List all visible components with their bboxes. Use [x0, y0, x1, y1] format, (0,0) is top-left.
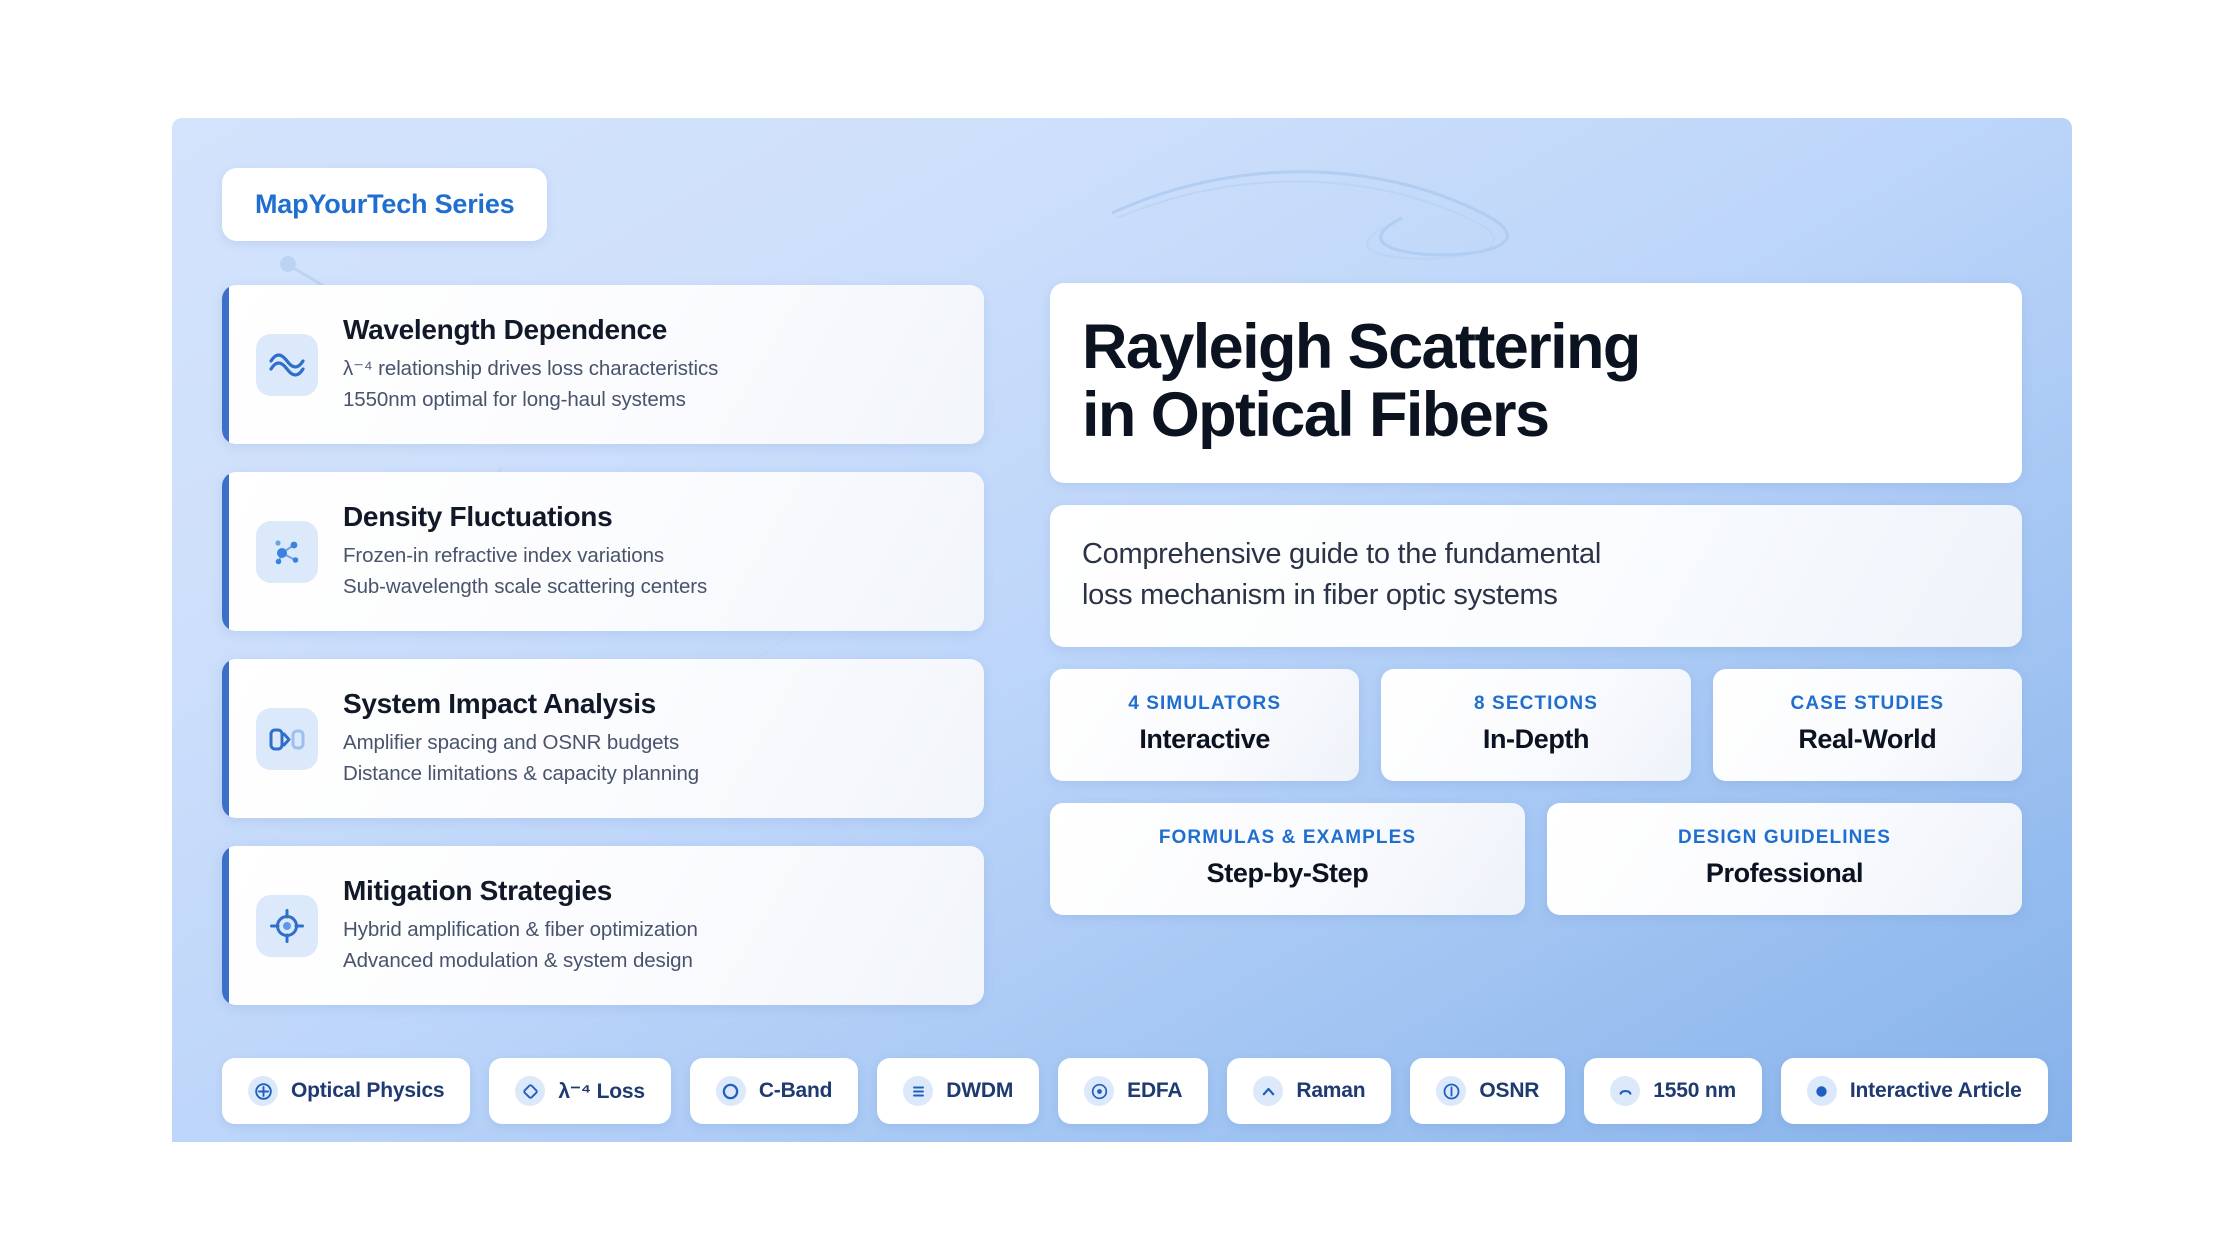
- feature-card-body: Wavelength Dependence λ⁻⁴ relationship d…: [343, 314, 718, 415]
- stat-card-case-studies[interactable]: CASE STUDIES Real-World: [1712, 669, 2022, 782]
- tag-pill-label: 1550 nm: [1653, 1079, 1736, 1102]
- stats-row-secondary: FORMULAS & EXAMPLES Step-by-Step DESIGN …: [1050, 803, 2022, 916]
- stat-label: FORMULAS & EXAMPLES: [1158, 827, 1417, 849]
- circle-outline-icon: [715, 1076, 746, 1106]
- arc-icon: [1610, 1076, 1641, 1106]
- feature-card-line-2: Advanced modulation & system design: [343, 948, 693, 972]
- page-title: Rayleigh Scattering in Optical Fibers: [1082, 313, 1990, 449]
- feature-card-line-2: 1550nm optimal for long-haul systems: [343, 387, 686, 411]
- feature-card-density-fluctuations[interactable]: Density Fluctuations Frozen-in refractiv…: [222, 472, 984, 631]
- feature-card-title: Density Fluctuations: [343, 501, 613, 533]
- feature-card-title: System Impact Analysis: [343, 688, 656, 720]
- tag-pill-raman[interactable]: Raman: [1227, 1058, 1392, 1124]
- molecule-scatter-icon: [256, 520, 318, 583]
- stat-value: Professional: [1705, 858, 1864, 889]
- page-subtitle-line-2: loss mechanism in fiber optic systems: [1082, 579, 1558, 612]
- page-subtitle: Comprehensive guide to the fundamental l…: [1082, 534, 1990, 616]
- tag-pill-label: OSNR: [1479, 1079, 1540, 1102]
- stat-value: Step-by-Step: [1206, 858, 1369, 889]
- feature-card-line-2: Distance limitations & capacity planning: [343, 761, 700, 785]
- feature-card-body: Density Fluctuations Frozen-in refractiv…: [343, 501, 707, 602]
- stat-label: CASE STUDIES: [1790, 693, 1945, 715]
- hero-content-column: Rayleigh Scattering in Optical Fibers Co…: [1050, 283, 2022, 916]
- feature-card-line-1: Frozen-in refractive index variations: [343, 544, 665, 568]
- feature-card-system-impact-analysis[interactable]: System Impact Analysis Amplifier spacing…: [222, 659, 984, 818]
- tag-pill-label: Raman: [1296, 1079, 1366, 1102]
- tag-pill-optical-physics[interactable]: Optical Physics: [222, 1058, 471, 1124]
- tag-pill-label: λ⁻⁴ Loss: [558, 1079, 645, 1103]
- feature-card-line-2: Sub-wavelength scale scattering centers: [343, 574, 708, 598]
- tag-pill-edfa[interactable]: EDFA: [1058, 1058, 1209, 1124]
- feature-card-body: System Impact Analysis Amplifier spacing…: [343, 688, 699, 789]
- tag-pill-row: Optical Physics λ⁻⁴ Loss C-Band: [222, 1058, 2048, 1124]
- wave-icon: [256, 333, 318, 396]
- feature-card-line-1: Amplifier spacing and OSNR budgets: [343, 731, 680, 755]
- signal-transmission-icon: [256, 707, 318, 770]
- feature-card-list: Wavelength Dependence λ⁻⁴ relationship d…: [222, 285, 984, 1033]
- feature-card-line-1: λ⁻⁴ relationship drives loss characteris…: [343, 357, 719, 381]
- tag-pill-label: EDFA: [1127, 1079, 1183, 1102]
- stat-label: 4 SIMULATORS: [1128, 693, 1282, 715]
- diamond-icon: [515, 1076, 546, 1106]
- page-subtitle-line-1: Comprehensive guide to the fundamental: [1082, 538, 1601, 571]
- stat-value: Interactive: [1139, 724, 1270, 755]
- tag-pill-osnr[interactable]: OSNR: [1410, 1058, 1566, 1124]
- page-title-line-1: Rayleigh Scattering: [1082, 312, 1641, 382]
- hero-title-card: Rayleigh Scattering in Optical Fibers: [1050, 283, 2022, 484]
- tag-pill-label: Optical Physics: [291, 1079, 445, 1102]
- feature-card-wavelength-dependence[interactable]: Wavelength Dependence λ⁻⁴ relationship d…: [222, 285, 984, 444]
- feature-card-title: Wavelength Dependence: [343, 314, 668, 346]
- tag-pill-dwdm[interactable]: DWDM: [877, 1058, 1040, 1124]
- tag-pill-label: DWDM: [946, 1079, 1014, 1102]
- stat-label: 8 SECTIONS: [1474, 693, 1598, 715]
- tag-pill-label: Interactive Article: [1849, 1079, 2022, 1102]
- stat-card-design-guidelines[interactable]: DESIGN GUIDELINES Professional: [1547, 803, 2022, 916]
- feature-card-title: Mitigation Strategies: [343, 875, 613, 907]
- filled-dot-icon: [1806, 1076, 1837, 1106]
- stat-value: Real-World: [1798, 724, 1937, 755]
- tag-pill-c-band[interactable]: C-Band: [689, 1058, 859, 1124]
- stat-value: In-Depth: [1482, 724, 1590, 755]
- stat-card-simulators[interactable]: 4 SIMULATORS Interactive: [1050, 669, 1360, 782]
- stat-card-sections[interactable]: 8 SECTIONS In-Depth: [1381, 669, 1691, 782]
- chevron-up-icon: [1253, 1076, 1284, 1106]
- dot-circle-icon: [1084, 1076, 1115, 1106]
- stat-label: DESIGN GUIDELINES: [1678, 827, 1891, 849]
- plus-circle-icon: [248, 1076, 278, 1106]
- tag-pill-label: C-Band: [758, 1079, 833, 1102]
- crosshair-target-icon: [256, 894, 318, 957]
- stats-row-primary: 4 SIMULATORS Interactive 8 SECTIONS In-D…: [1050, 669, 2022, 782]
- feature-card-mitigation-strategies[interactable]: Mitigation Strategies Hybrid amplificati…: [222, 846, 984, 1005]
- feature-card-line-1: Hybrid amplification & fiber optimizatio…: [343, 918, 698, 942]
- tag-pill-lambda-loss[interactable]: λ⁻⁴ Loss: [489, 1058, 671, 1124]
- page-title-line-2: in Optical Fibers: [1082, 380, 1550, 451]
- tag-pill-interactive-article[interactable]: Interactive Article: [1780, 1058, 2048, 1124]
- lines-icon: [903, 1076, 934, 1106]
- series-badge[interactable]: MapYourTech Series: [222, 168, 548, 241]
- feature-card-body: Mitigation Strategies Hybrid amplificati…: [343, 875, 698, 976]
- info-circle-icon: [1436, 1076, 1467, 1106]
- stat-card-formulas-examples[interactable]: FORMULAS & EXAMPLES Step-by-Step: [1050, 803, 1525, 916]
- hero-subtitle-card: Comprehensive guide to the fundamental l…: [1050, 505, 2022, 648]
- series-badge-label: MapYourTech Series: [255, 189, 515, 219]
- tag-pill-1550-nm[interactable]: 1550 nm: [1584, 1058, 1762, 1124]
